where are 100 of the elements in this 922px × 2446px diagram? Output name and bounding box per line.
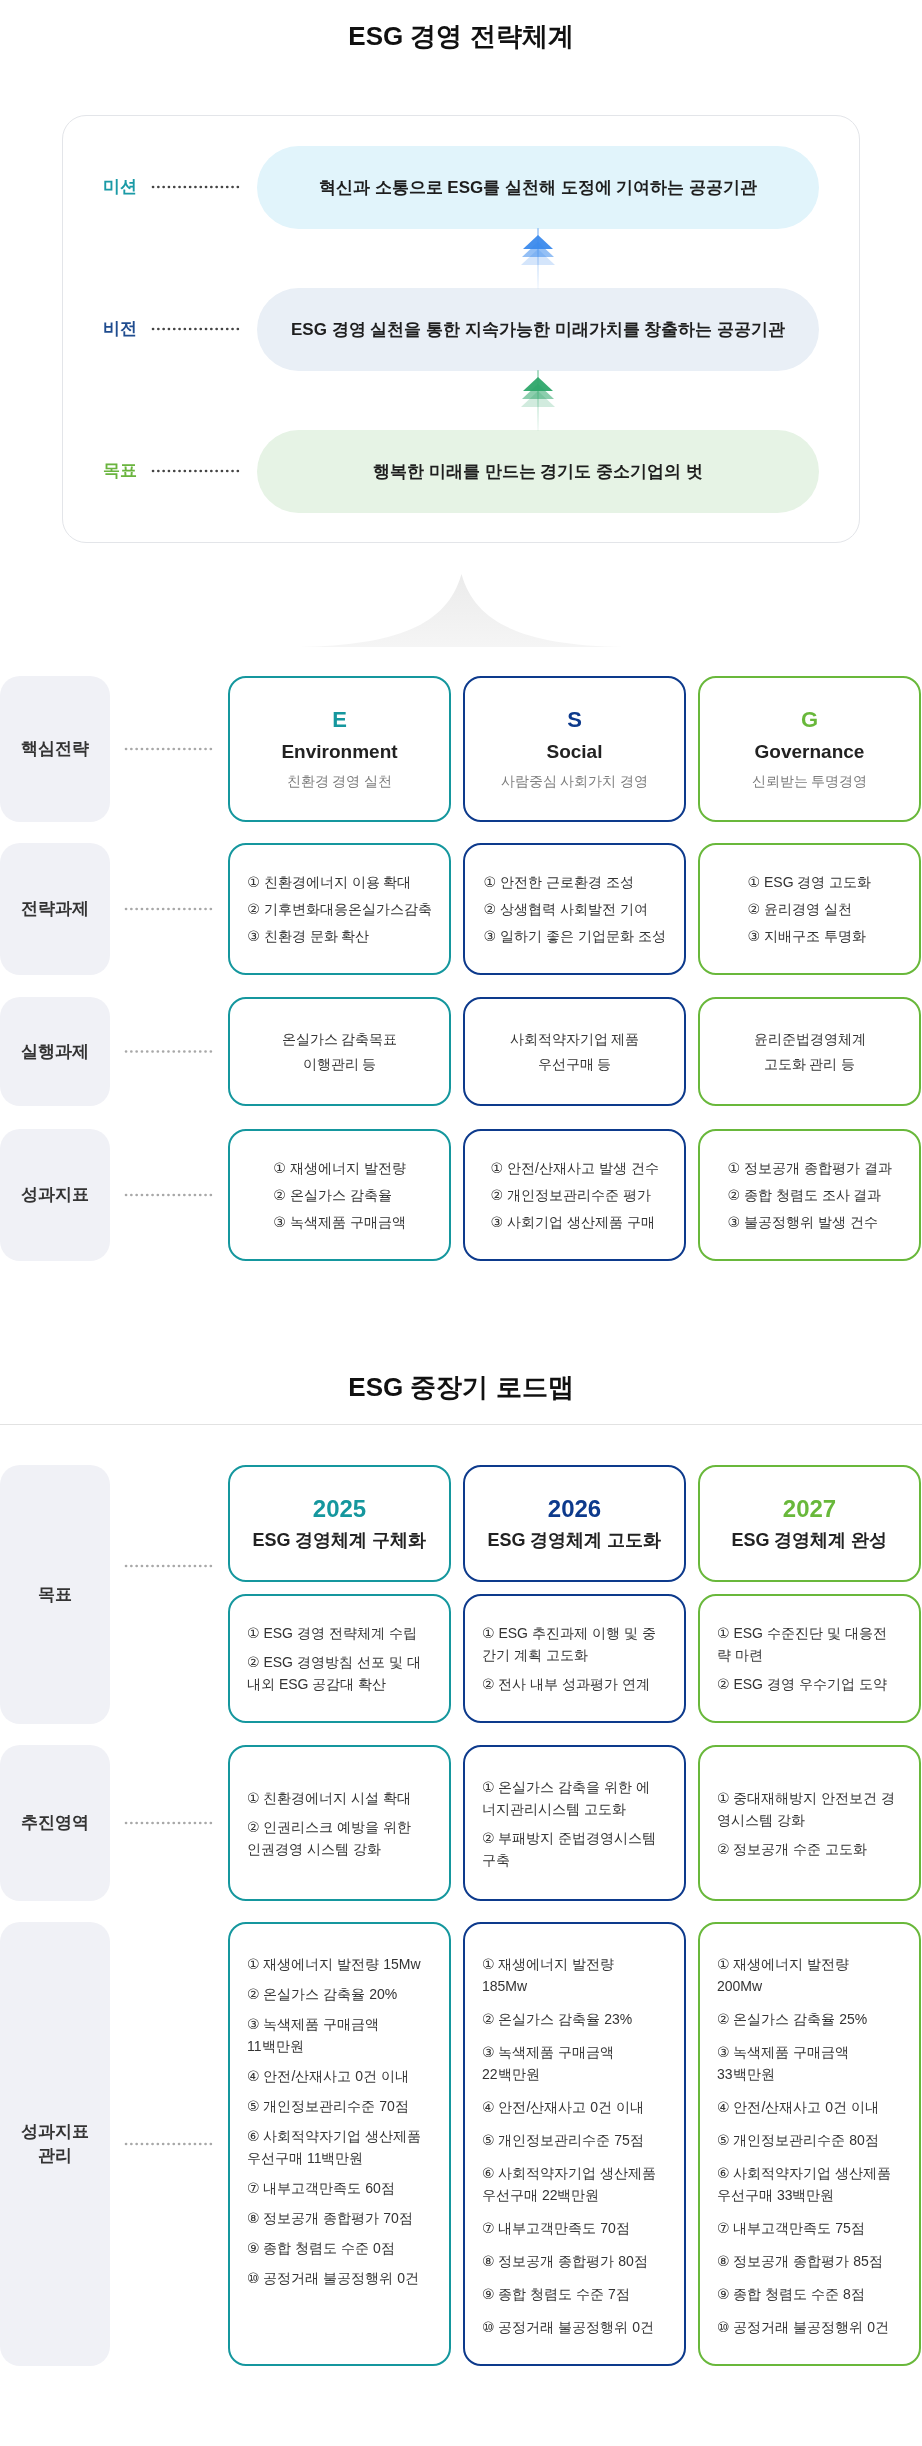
list-item: ⑤ 개인정보관리수준 70점 <box>247 2097 409 2116</box>
task-card <box>463 1129 686 1261</box>
list-item: ⑦ 내부고객만족도 60점 <box>247 2179 395 2198</box>
list-item: ② 온실가스 감축율 25% <box>717 2010 868 2029</box>
row-title: 성과지표 관리 <box>20 2121 90 2167</box>
goal-card <box>228 1465 451 1582</box>
card-text: 온실가스 감축목표 이행관리 등 <box>280 1029 399 1074</box>
indicator-card <box>228 1922 451 2366</box>
year-label: 2027 <box>782 1493 837 1524</box>
list-item: ⑥ 사회적약자기업 생산제품 우선구매 11백만원 <box>247 2127 423 2168</box>
dotted-connector <box>124 747 214 751</box>
goal-card <box>463 1465 686 1582</box>
list-item: ⑨ 종합 청렴도 수준 0점 <box>247 2239 395 2258</box>
task-card <box>228 1594 451 1723</box>
dotted-connector <box>124 1564 214 1568</box>
card-text: 사회적약자기업 제품 우선구매 등 <box>508 1029 641 1074</box>
statement-text: 혁신과 소통으로 ESG를 실천해 도정에 기여하는 공공기관 <box>318 176 758 199</box>
statement-text: ESG 경영 실천을 통한 지속가능한 미래가치를 창출하는 공공기관 <box>291 318 785 341</box>
year-label: 2026 <box>547 1493 602 1524</box>
list-item: ⑤ 개인정보관리수준 75점 <box>482 2131 644 2150</box>
dotted-connector <box>124 1821 214 1825</box>
card-text: 윤리준법경영체계 고도화 관리 등 <box>752 1029 867 1074</box>
task-card <box>698 997 921 1106</box>
list-item: ③ 녹색제품 구매금액 22백만원 <box>482 2043 616 2084</box>
list-item: ② 온실가스 감축율 20% <box>247 1985 398 2004</box>
task-card <box>698 1594 921 1723</box>
list-item: ⑥ 사회적약자기업 생산제품 우선구매 33백만원 <box>717 2164 893 2205</box>
category-letter: G <box>800 707 819 733</box>
category-label: 미션 <box>103 174 137 200</box>
list-item: ② 정보공개 수준 고도화 <box>717 1839 868 1859</box>
list-item: ④ 안전/산재사고 0건 이내 <box>717 2098 879 2117</box>
list-item: ① 재생에너지 발전량 15Mw <box>247 1955 421 1974</box>
task-card <box>228 843 451 975</box>
dotted-connector <box>124 2142 214 2146</box>
list-item: ② 온실가스 감축율 23% <box>482 2010 633 2029</box>
list-item: ③ 사회기업 생산제품 구매 <box>490 1213 655 1232</box>
list-item: ⑤ 개인정보관리수준 80점 <box>717 2131 879 2150</box>
section-title: ESG 중장기 로드맵 <box>348 1371 574 1404</box>
goal-title: ESG 경영체계 구체화 <box>252 1528 427 1552</box>
list-item: ① 안전/산재사고 발생 건수 <box>490 1159 659 1178</box>
list-item: ② 인권리스크 예방을 위한 인권경영 시스템 강화 <box>247 1817 413 1859</box>
list-item: ① 재생에너지 발전량 200Mw <box>717 1955 851 1996</box>
goal-title: ESG 경영체계 고도화 <box>487 1528 662 1552</box>
category-title: Governance <box>754 740 865 764</box>
list-item: ② ESG 경영 우수기업 도약 <box>717 1675 887 1694</box>
list-item: ③ 녹색제품 구매금액 <box>273 1213 406 1232</box>
strategy-card <box>228 676 451 822</box>
category-subtitle: 신뢰받는 투명경영 <box>751 772 868 791</box>
list-item: ① ESG 추진과제 이행 및 중간기 계획 고도화 <box>482 1624 657 1665</box>
goal-card <box>698 1465 921 1582</box>
task-card <box>698 1745 921 1901</box>
goal-title: ESG 경영체계 완성 <box>731 1528 888 1552</box>
category-label: 비전 <box>103 316 137 342</box>
category-title: Environment <box>281 740 398 764</box>
list-item: ③ 지배구조 투명화 <box>747 927 866 946</box>
indicator-card <box>698 1922 921 2366</box>
list-item: ① 온실가스 감축을 위한 에너지관리시스템 고도화 <box>482 1777 652 1819</box>
list-item: ⑦ 내부고객만족도 75점 <box>717 2219 865 2238</box>
dotted-connector <box>124 1050 214 1053</box>
task-card <box>463 1745 686 1901</box>
list-item: ② ESG 경영방침 선포 및 대내외 ESG 공감대 확산 <box>247 1653 422 1694</box>
list-item: ⑩ 공정거래 불공정행위 0건 <box>717 2318 889 2337</box>
task-card <box>228 1129 451 1261</box>
list-item: ② 상생협력 사회발전 기여 <box>483 900 648 919</box>
list-item: ⑨ 종합 청렴도 수준 7점 <box>482 2285 630 2304</box>
diagram-title: ESG 경영 전략체계 <box>348 20 574 53</box>
task-card <box>463 997 686 1106</box>
list-item: ① ESG 경영 전략체계 수립 <box>247 1624 417 1643</box>
task-card <box>698 1129 921 1261</box>
statement-text: 행복한 미래를 만드는 경기도 중소기업의 벗 <box>373 460 703 483</box>
category-title: Social <box>546 740 603 764</box>
list-item: ③ 일하기 좋은 기업문화 조성 <box>483 927 666 946</box>
category-letter: E <box>332 707 347 733</box>
list-item: ① 안전한 근로환경 조성 <box>483 873 634 892</box>
task-card <box>698 843 921 975</box>
list-item: ① 친환경에너지 이용 확대 <box>247 873 412 892</box>
arrow <box>521 370 555 431</box>
list-item: ③ 녹색제품 구매금액 11백만원 <box>247 2015 381 2056</box>
strategy-card <box>463 676 686 822</box>
list-item: ⑧ 정보공개 종합평가 85점 <box>717 2252 883 2271</box>
task-card <box>463 843 686 975</box>
list-item: ② 부패방지 준법경영시스템 구축 <box>482 1828 658 1870</box>
list-item: ② 전사 내부 성과평가 연계 <box>482 1675 651 1694</box>
list-item: ③ 녹색제품 구매금액 33백만원 <box>717 2043 851 2084</box>
row-title: 추진영역 <box>21 1812 89 1834</box>
row-title: 핵심전략 <box>21 738 89 760</box>
row-title: 전략과제 <box>21 898 89 920</box>
row-title: 목표 <box>38 1583 72 1606</box>
list-item: ① ESG 경영 고도화 <box>747 873 872 892</box>
task-card <box>463 1594 686 1723</box>
list-item: ① 재생에너지 발전량 185Mw <box>482 1955 616 1996</box>
list-item: ⑦ 내부고객만족도 70점 <box>482 2219 630 2238</box>
year-label: 2025 <box>312 1493 367 1524</box>
list-item: ③ 불공정행위 발생 건수 <box>727 1213 878 1232</box>
list-item: ① 재생에너지 발전량 <box>273 1159 406 1178</box>
arrow <box>521 228 555 289</box>
list-item: ④ 안전/산재사고 0건 이내 <box>482 2098 644 2117</box>
list-item: ② 개인정보관리수준 평가 <box>490 1186 651 1205</box>
framework-panel <box>62 115 860 543</box>
list-item: ⑥ 사회적약자기업 생산제품 우선구매 22백만원 <box>482 2164 658 2205</box>
